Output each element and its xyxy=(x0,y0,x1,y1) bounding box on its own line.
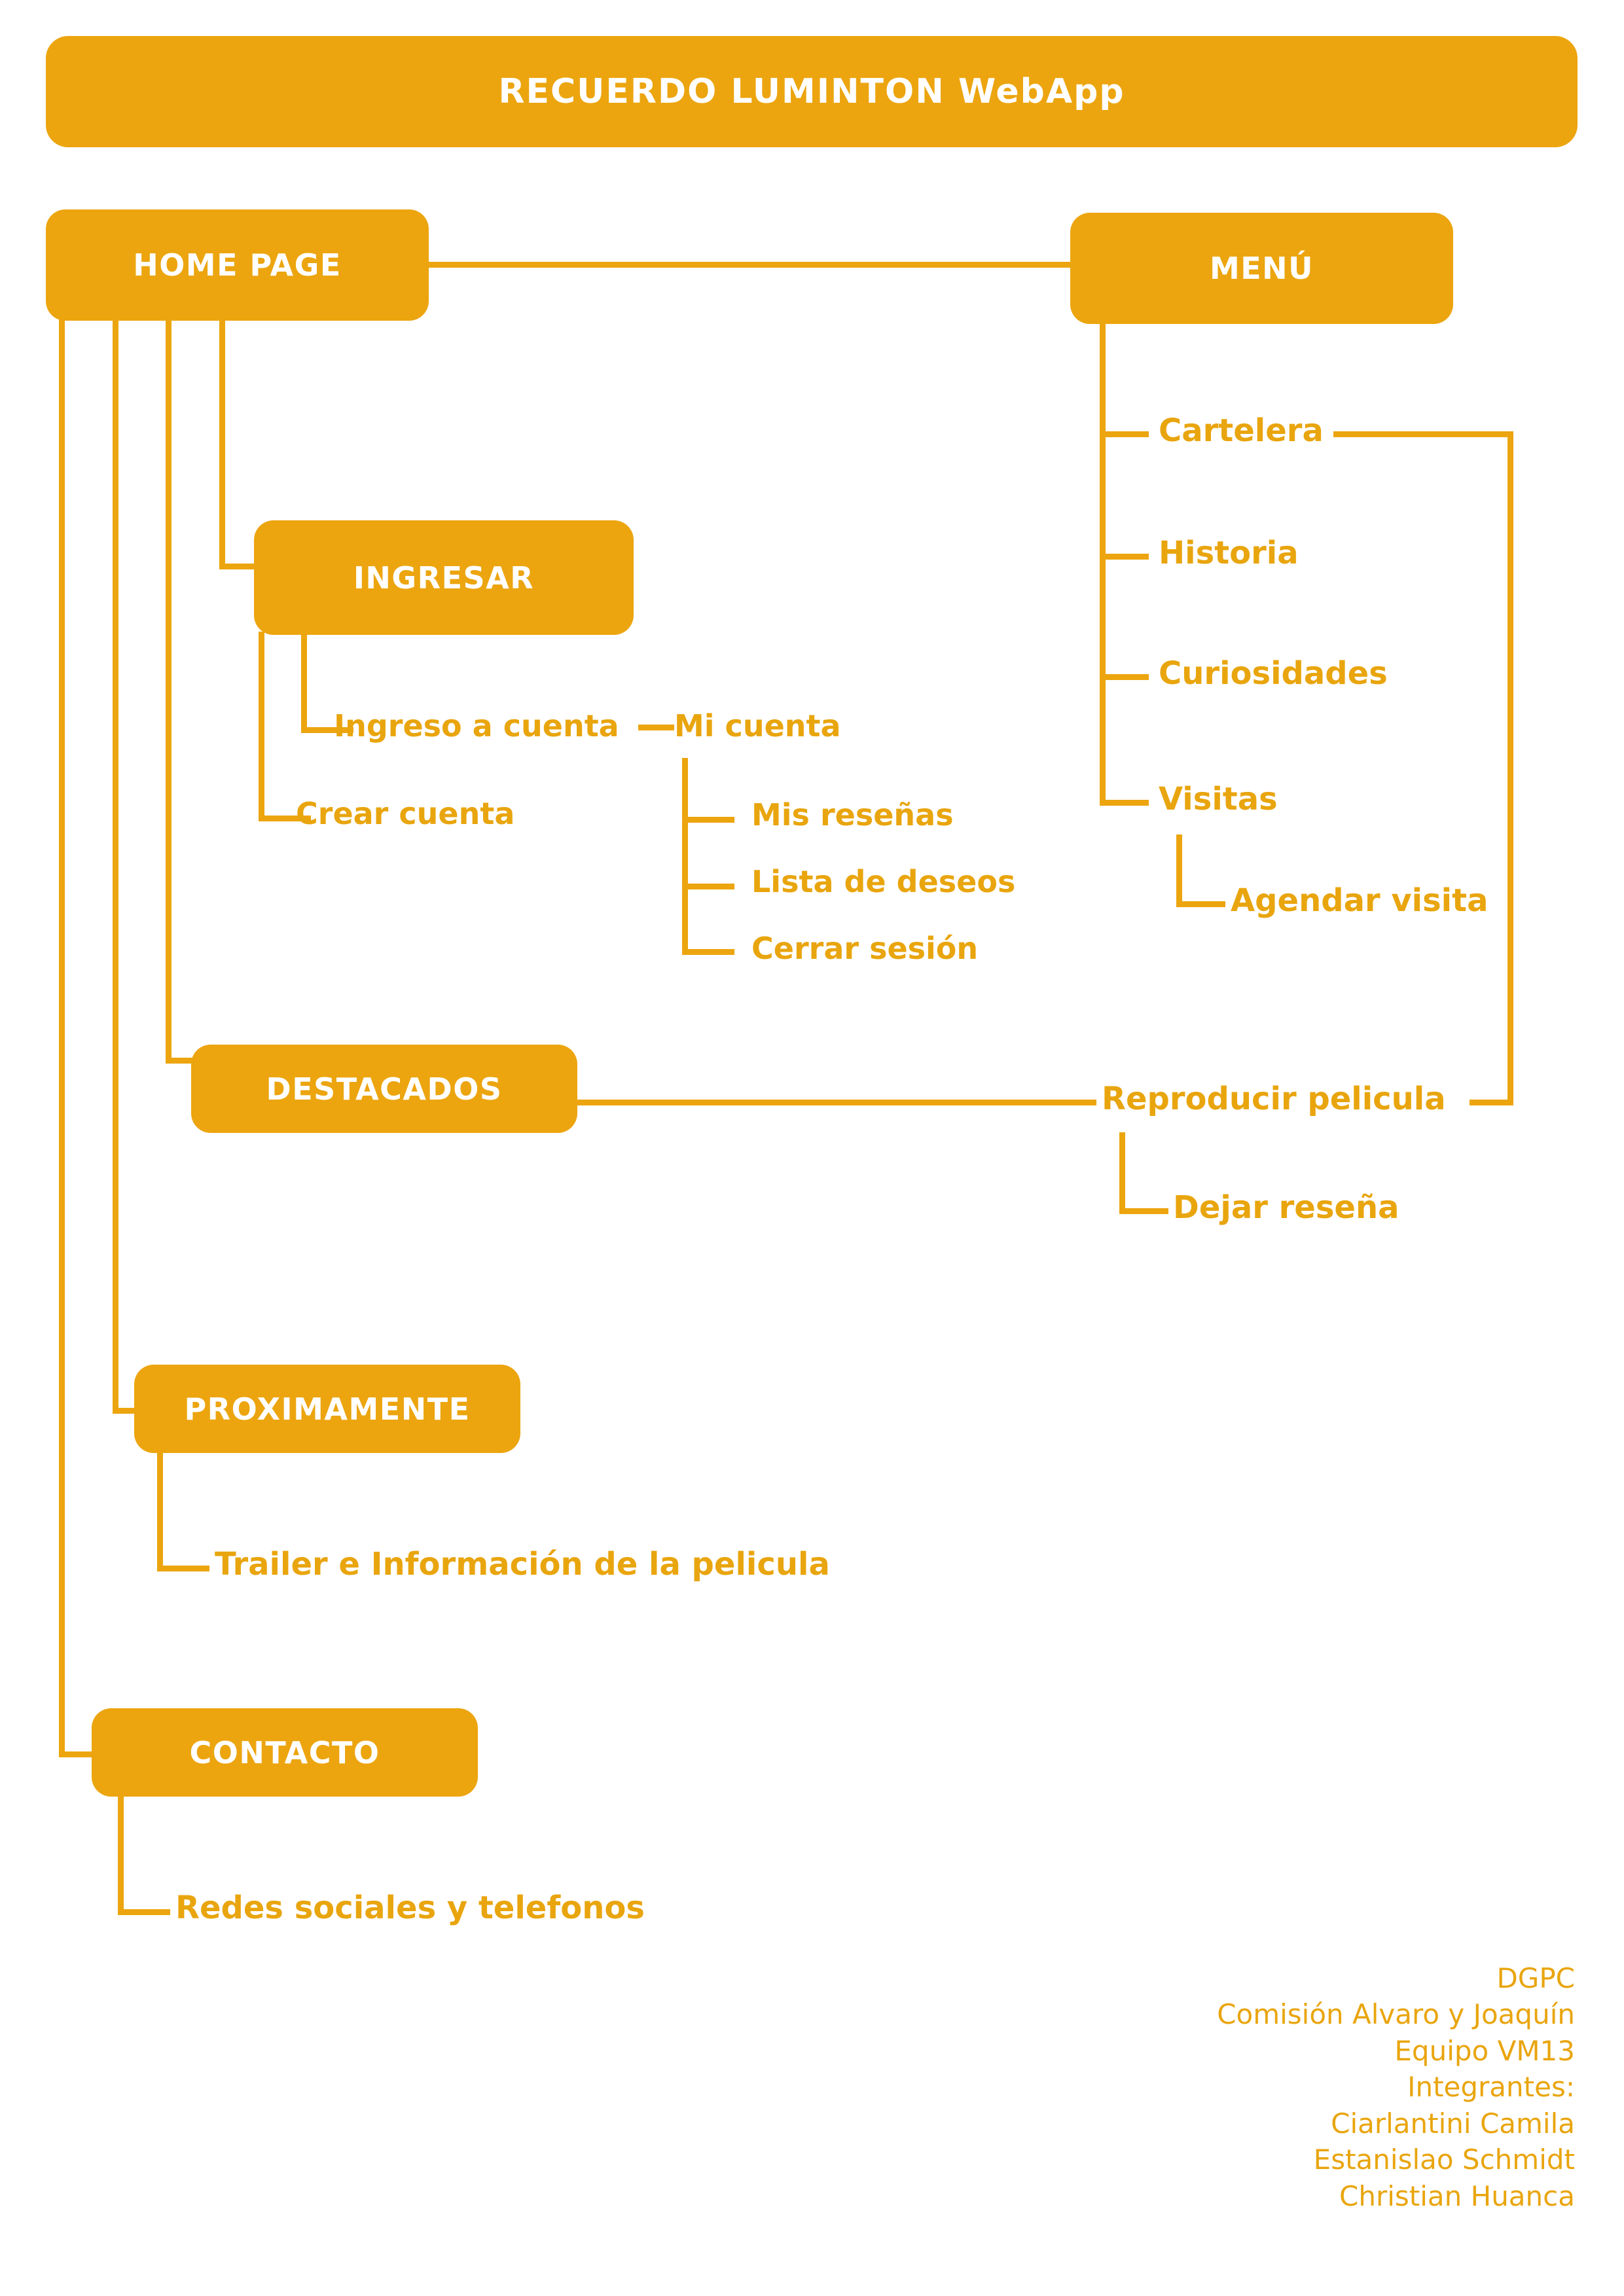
trunk-ingresar-to-ingreso xyxy=(301,632,307,733)
leaf-cerrar-sesion[interactable]: Cerrar sesión xyxy=(751,931,979,966)
connector-home-to-menu xyxy=(425,262,1074,268)
connector-mi-cuenta-to-cerrar-sesion xyxy=(682,949,734,955)
node-home-page[interactable]: HOME PAGE xyxy=(46,209,429,321)
node-menu[interactable]: MENÚ xyxy=(1070,213,1453,324)
trunk-visitas-children xyxy=(1176,834,1182,906)
trunk-proximamente-children xyxy=(157,1450,163,1571)
connector-menu-to-cartelera xyxy=(1100,431,1149,437)
leaf-mi-cuenta[interactable]: Mi cuenta xyxy=(674,708,841,744)
connector-ingreso-to-mi-cuenta xyxy=(638,725,674,730)
leaf-lista-de-deseos[interactable]: Lista de deseos xyxy=(751,864,1016,899)
connector-reproducir-to-dejar-resena xyxy=(1119,1208,1168,1214)
leaf-redes-sociales[interactable]: Redes sociales y telefonos xyxy=(175,1890,645,1926)
trunk-home-to-contacto xyxy=(59,317,65,1757)
node-menu-label: MENÚ xyxy=(1209,251,1314,286)
trunk-home-to-destacados xyxy=(166,317,171,1064)
leaf-mis-resenas[interactable]: Mis reseñas xyxy=(751,797,954,833)
connector-rail-to-reproducir xyxy=(1470,1100,1513,1105)
credits-line-7: Christian Huanca xyxy=(1339,2179,1575,2212)
leaf-ingreso-a-cuenta[interactable]: Ingreso a cuenta xyxy=(334,708,619,744)
credits-line-4: Integrantes: xyxy=(1407,2071,1575,2104)
node-proximamente-label: PROXIMAMENTE xyxy=(184,1391,471,1427)
connector-ingresar-to-ingreso-cuenta xyxy=(301,727,353,733)
credits-line-6: Estanislao Schmidt xyxy=(1313,2144,1575,2176)
trunk-menu-children xyxy=(1100,321,1106,805)
trunk-reproducir-children xyxy=(1119,1132,1125,1214)
credits-line-1: DGPC xyxy=(1496,1962,1575,1994)
node-destacados-label: DESTACADOS xyxy=(266,1071,503,1107)
leaf-trailer-informacion[interactable]: Trailer e Información de la pelicula xyxy=(215,1546,830,1583)
trunk-mi-cuenta-children xyxy=(682,758,688,954)
leaf-crear-cuenta[interactable]: Crear cuenta xyxy=(296,796,515,831)
connector-proximamente-to-trailer xyxy=(157,1566,209,1571)
connector-destacados-to-reproducir xyxy=(573,1100,1096,1105)
connector-mi-cuenta-to-mis-resenas xyxy=(682,817,734,823)
node-ingresar[interactable]: INGRESAR xyxy=(254,520,634,635)
connector-cartelera-to-rail xyxy=(1333,431,1513,437)
leaf-visitas[interactable]: Visitas xyxy=(1159,781,1278,817)
connector-ingresar-to-crear-cuenta xyxy=(259,816,311,821)
leaf-dejar-resena[interactable]: Dejar reseña xyxy=(1173,1189,1399,1226)
connector-menu-to-visitas xyxy=(1100,800,1149,806)
credits-line-3: Equipo VM13 xyxy=(1394,2034,1575,2067)
leaf-historia[interactable]: Historia xyxy=(1159,535,1299,571)
leaf-agendar-visita[interactable]: Agendar visita xyxy=(1231,882,1489,919)
trunk-contacto-children xyxy=(118,1793,124,1914)
node-home-page-label: HOME PAGE xyxy=(133,247,342,283)
rail-cartelera-to-reproducir xyxy=(1507,431,1513,1105)
connector-mi-cuenta-to-lista-deseos xyxy=(682,884,734,889)
leaf-cartelera[interactable]: Cartelera xyxy=(1159,412,1324,449)
connector-menu-to-historia xyxy=(1100,554,1149,560)
page-title-banner: RECUERDO LUMINTON WebApp xyxy=(46,36,1578,147)
trunk-ingresar-children xyxy=(259,632,264,821)
node-contacto-label: CONTACTO xyxy=(189,1734,380,1770)
leaf-reproducir-pelicula[interactable]: Reproducir pelicula xyxy=(1102,1081,1446,1117)
connector-visitas-to-agendar xyxy=(1176,901,1225,907)
node-contacto[interactable]: CONTACTO xyxy=(92,1708,478,1797)
credits-line-5: Ciarlantini Camila xyxy=(1331,2107,1575,2140)
connector-contacto-to-redes xyxy=(118,1909,170,1915)
node-ingresar-label: INGRESAR xyxy=(353,560,535,596)
credits-block: DGPC Comisión Alvaro y Joaquín Equipo VM… xyxy=(1217,1960,1575,2214)
connector-menu-to-curiosidades xyxy=(1100,674,1149,680)
node-proximamente[interactable]: PROXIMAMENTE xyxy=(134,1365,520,1453)
trunk-home-to-ingresar xyxy=(219,317,225,569)
leaf-curiosidades[interactable]: Curiosidades xyxy=(1159,655,1388,692)
trunk-home-to-proximamente xyxy=(113,317,118,1414)
page-title: RECUERDO LUMINTON WebApp xyxy=(498,72,1125,111)
node-destacados[interactable]: DESTACADOS xyxy=(191,1045,577,1133)
credits-line-2: Comisión Alvaro y Joaquín xyxy=(1217,1998,1575,2031)
